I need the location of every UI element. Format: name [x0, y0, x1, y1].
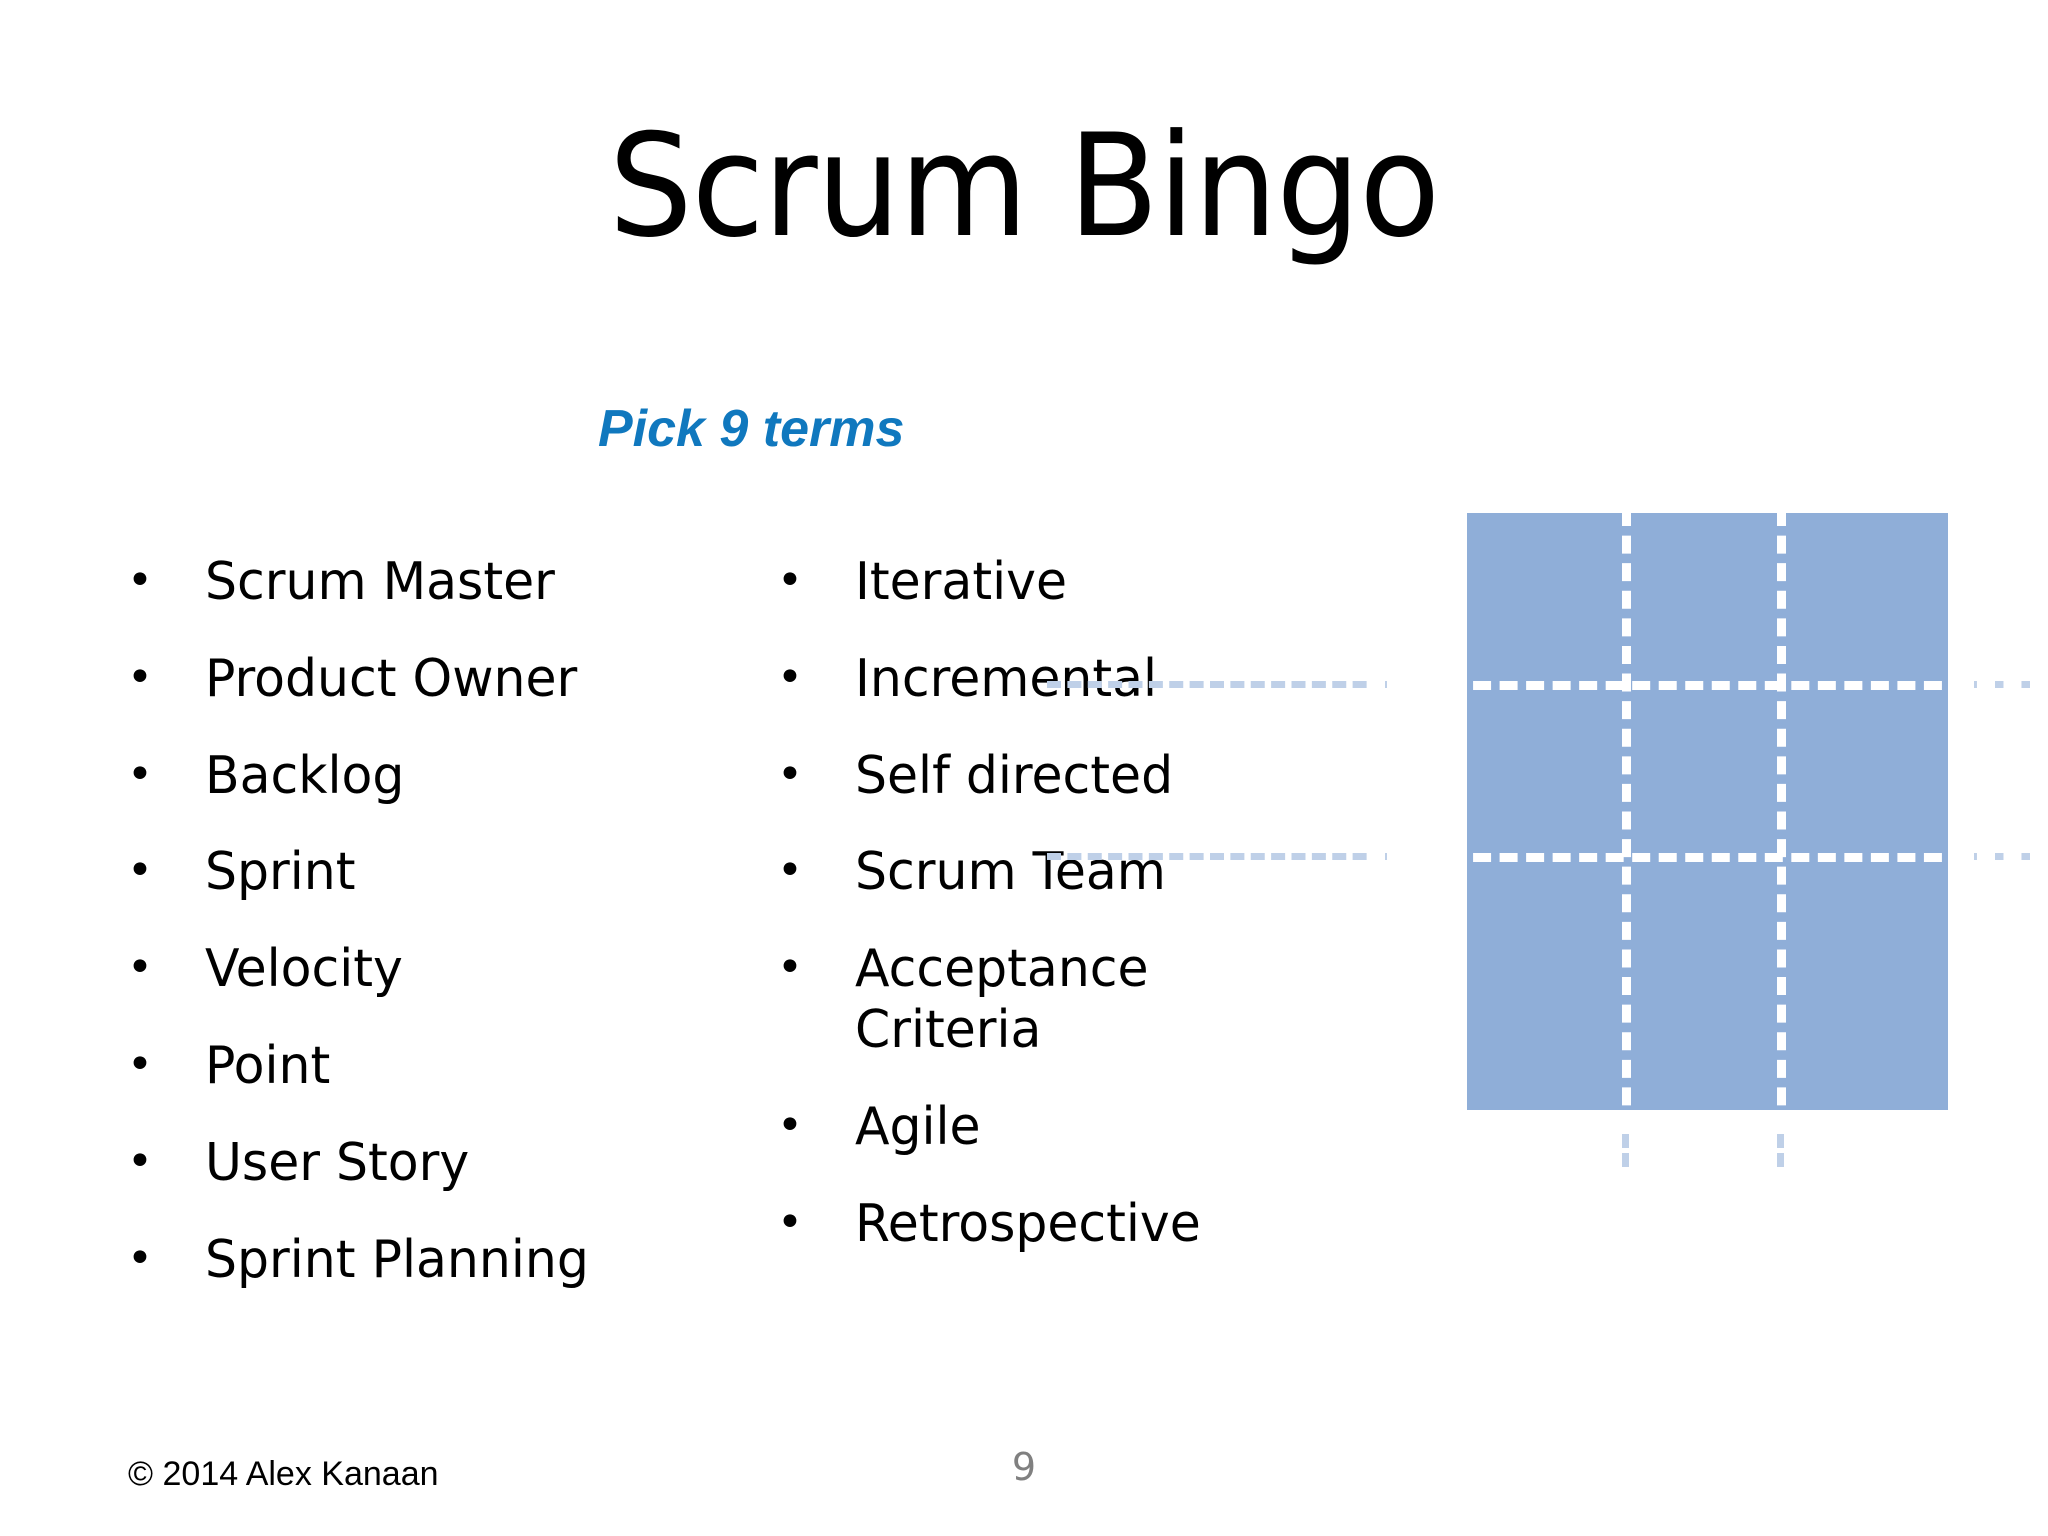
list-item-label: Retrospective — [855, 1193, 1201, 1254]
bullet-icon: • — [777, 845, 803, 897]
bullet-icon: • — [127, 1232, 153, 1284]
page-title: Scrum Bingo — [608, 104, 1440, 269]
grid-line-horizontal-2 — [1367, 853, 2048, 862]
list-item-label: Scrum Master — [205, 552, 555, 612]
list-item[interactable]: • Iterative — [760, 552, 1360, 613]
list-item[interactable]: • Backlog — [110, 746, 750, 807]
bullet-icon: • — [777, 1196, 803, 1248]
list-item-label: Product Owner — [205, 648, 578, 709]
list-item[interactable]: • Point — [110, 1036, 750, 1097]
terms-right-column: • Iterative • Incremental • Self directe… — [760, 552, 1360, 1291]
bullet-icon: • — [127, 1039, 153, 1091]
list-item[interactable]: • Agile — [760, 1097, 1360, 1158]
bingo-grid[interactable] — [1047, 508, 2048, 1167]
list-item[interactable]: • Retrospective — [760, 1194, 1360, 1255]
list-item-label: Sprint — [205, 842, 356, 903]
bullet-icon: • — [777, 942, 803, 994]
list-item-label: Iterative — [855, 552, 1068, 612]
subtitle-pick-9-terms: Pick 9 terms — [598, 400, 905, 458]
page-number: 9 — [1011, 1445, 1037, 1489]
grid-overshoot-line-h-3 — [1047, 853, 1387, 860]
grid-line-vertical-1 — [1622, 508, 1631, 1133]
bullet-icon: • — [127, 845, 153, 897]
bingo-grid-fill — [1467, 513, 1948, 1110]
grid-overshoot-line-v-2 — [1777, 1115, 1784, 1167]
bullet-icon: • — [127, 651, 153, 703]
list-item[interactable]: • Product Owner — [110, 649, 750, 710]
list-item-label: Acceptance Criteria — [855, 939, 1149, 1061]
list-item-label: Self directed — [855, 745, 1174, 806]
grid-line-horizontal-1 — [1367, 681, 2048, 690]
grid-overshoot-line-h-1 — [1047, 681, 1387, 688]
list-item-label: Velocity — [205, 939, 403, 1000]
list-item-label: Scrum Team — [855, 842, 1166, 903]
list-item[interactable]: • Acceptance Criteria — [760, 939, 1360, 1061]
bullet-icon: • — [777, 1099, 803, 1151]
bullet-icon: • — [127, 748, 153, 800]
list-item-label: Incremental — [855, 648, 1158, 709]
grid-overshoot-line-v-1 — [1622, 1115, 1629, 1167]
bullet-icon: • — [777, 651, 803, 703]
list-item[interactable]: • User Story — [110, 1133, 750, 1194]
list-item-label: Agile — [855, 1096, 981, 1157]
list-item[interactable]: • Velocity — [110, 939, 750, 1000]
list-item[interactable]: • Sprint — [110, 842, 750, 903]
bullet-icon: • — [777, 748, 803, 800]
list-item[interactable]: • Incremental — [760, 649, 1360, 710]
list-item[interactable]: • Scrum Team — [760, 842, 1360, 903]
list-item[interactable]: • Sprint Planning — [110, 1230, 750, 1291]
bullet-icon: • — [127, 942, 153, 994]
bullet-icon: • — [127, 555, 153, 606]
list-item[interactable]: • Scrum Master — [110, 552, 750, 613]
copyright-notice: © 2014 Alex Kanaan — [128, 1455, 439, 1493]
list-item-label: Backlog — [205, 745, 405, 806]
terms-left-column: • Scrum Master • Product Owner • Backlog… — [110, 552, 750, 1327]
list-item-label: Sprint Planning — [205, 1229, 589, 1290]
list-item[interactable]: • Self directed — [760, 746, 1360, 807]
bullet-icon: • — [777, 555, 803, 606]
grid-line-vertical-2 — [1777, 508, 1786, 1133]
list-item-label: User Story — [205, 1132, 470, 1193]
list-item-label: Point — [205, 1036, 331, 1097]
bullet-icon: • — [127, 1135, 153, 1187]
